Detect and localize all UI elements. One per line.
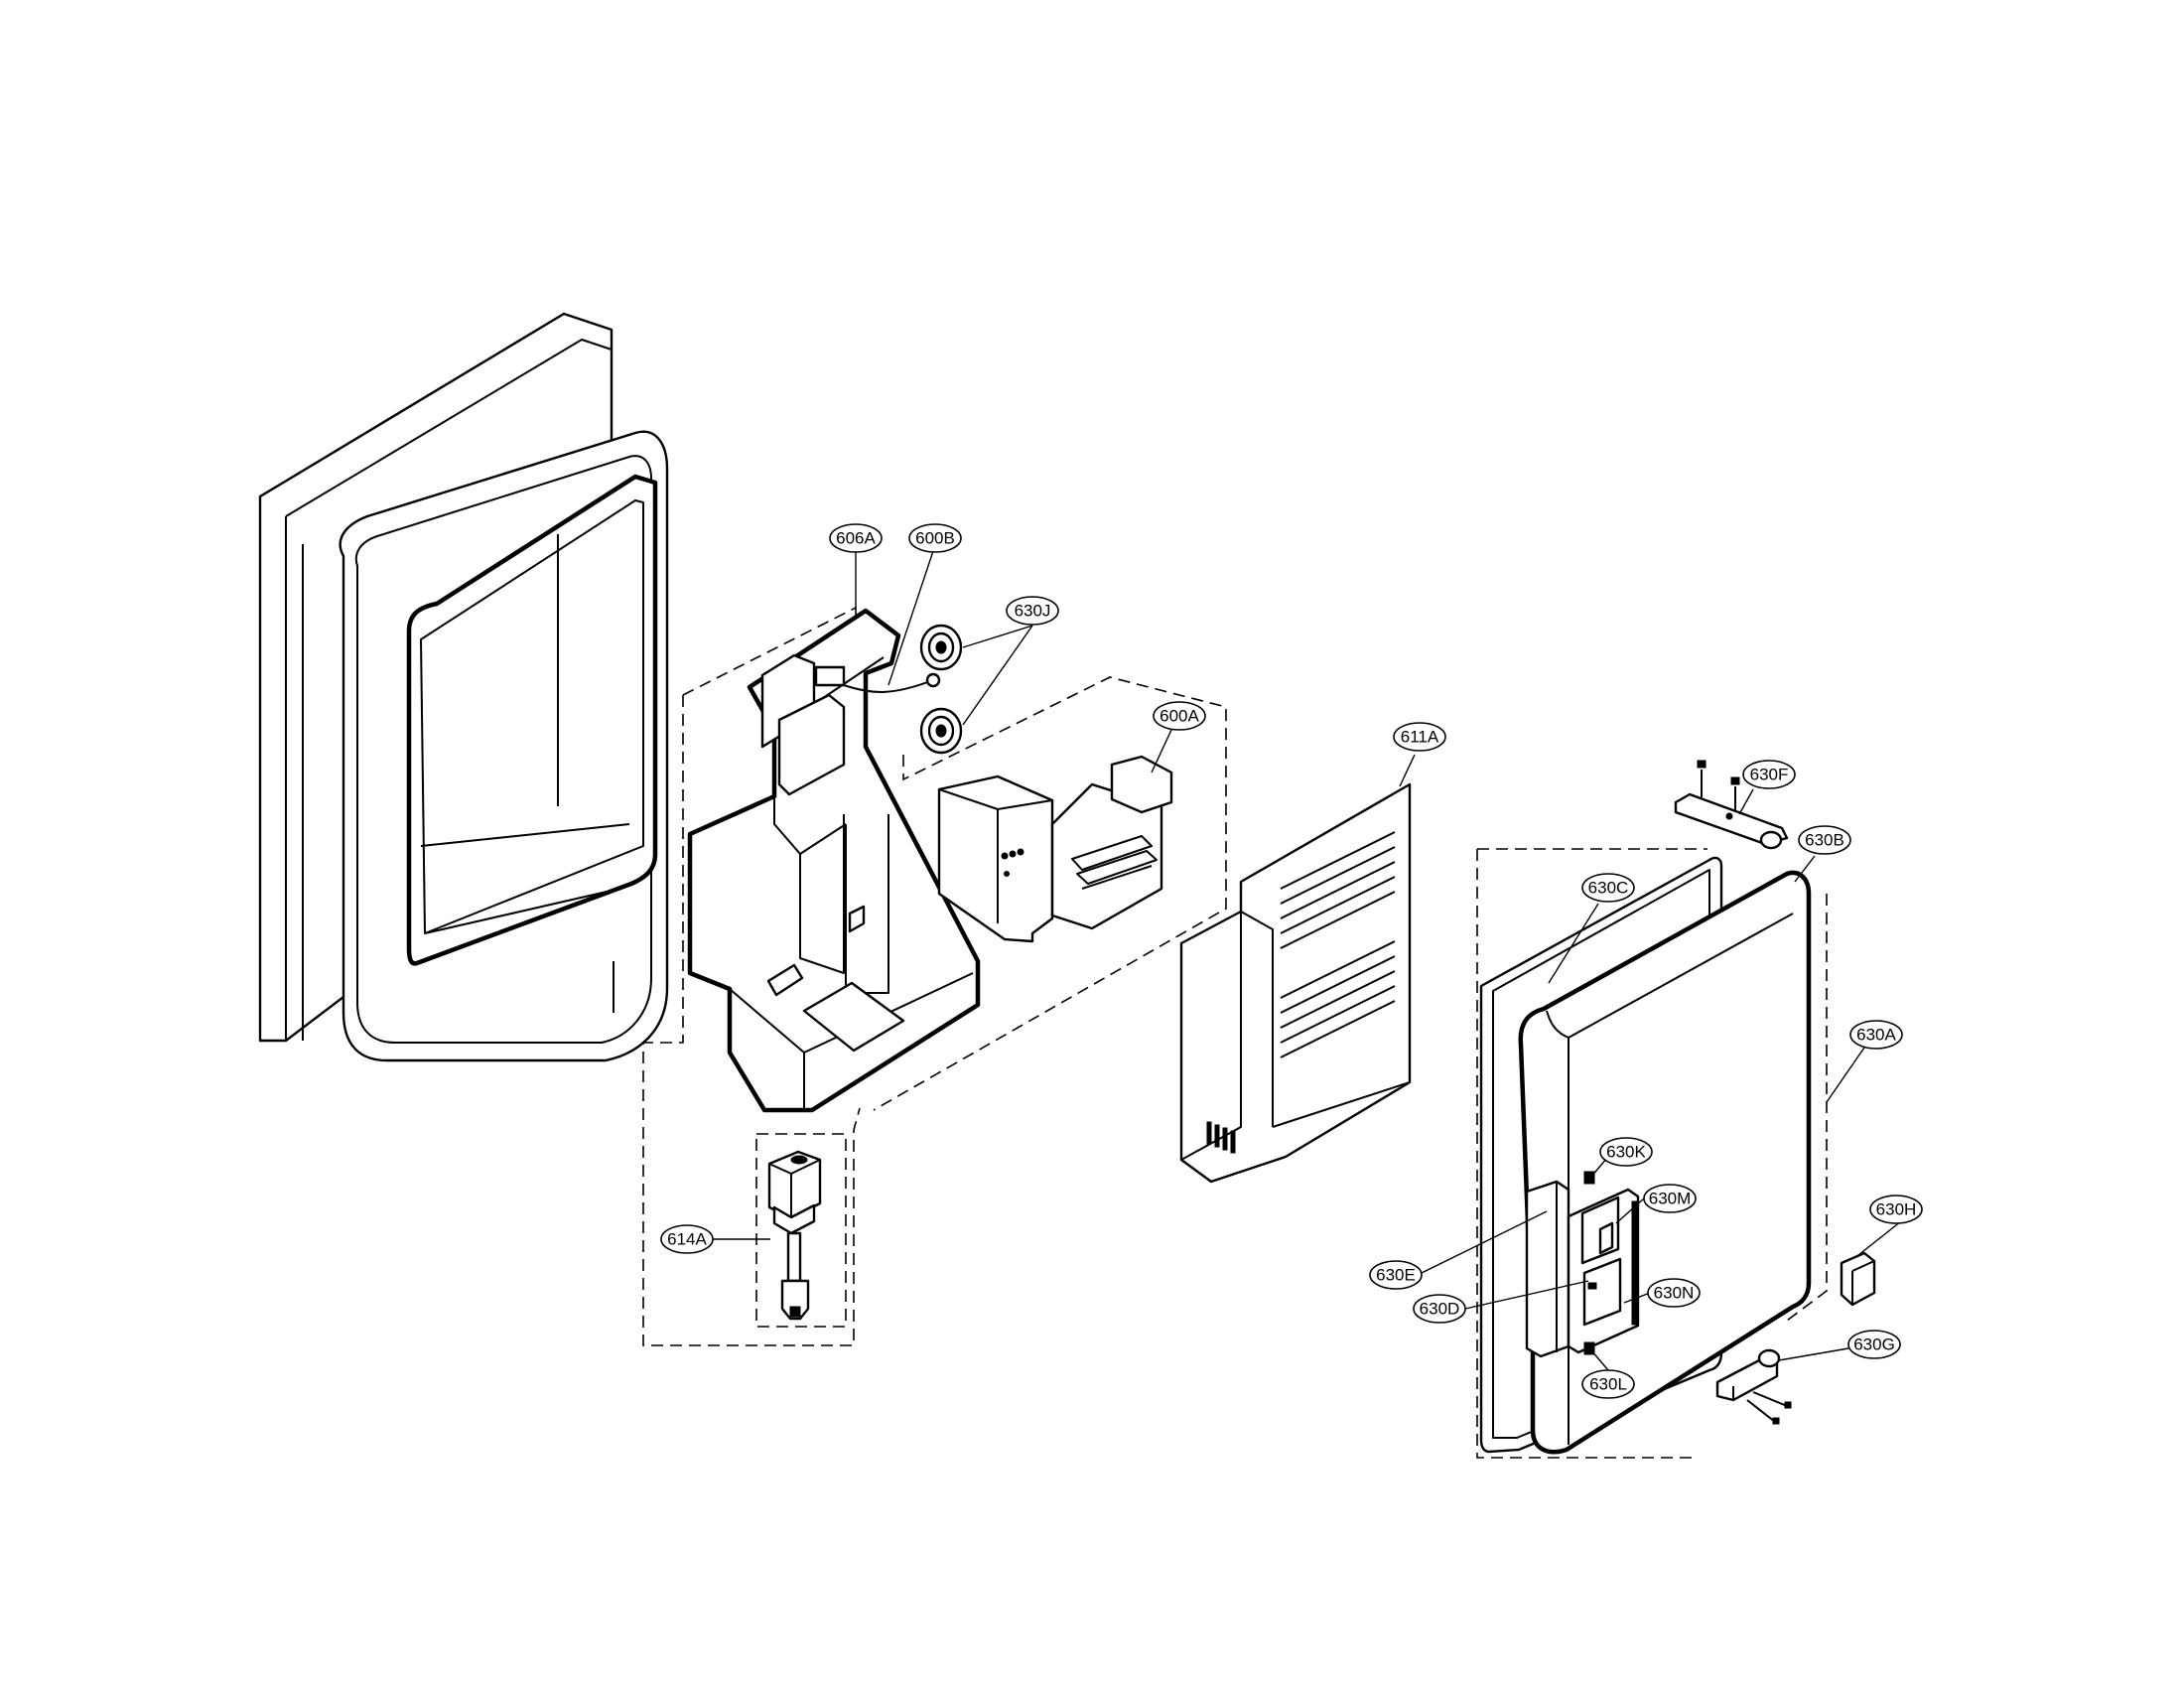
callout-630L[interactable]: 630L: [1581, 1369, 1635, 1399]
dispenser-housing: [642, 606, 981, 1346]
callout-label: 630G: [1853, 1336, 1895, 1354]
callout-label: 630J: [1015, 602, 1051, 621]
callout-630J[interactable]: 630J: [1006, 596, 1059, 626]
callout-611A[interactable]: 611A: [1393, 722, 1446, 752]
callout-614A[interactable]: 614A: [660, 1224, 714, 1254]
door-frame: [258, 312, 669, 1062]
callout-630D[interactable]: 630D: [1413, 1294, 1466, 1324]
cover-611A: [1179, 782, 1412, 1184]
callout-600A[interactable]: 600A: [1153, 701, 1206, 731]
callout-label: 630H: [1876, 1200, 1917, 1219]
callout-label: 630N: [1654, 1284, 1695, 1303]
callout-630A[interactable]: 630A: [1849, 1020, 1903, 1050]
callout-label: 630L: [1589, 1375, 1627, 1394]
callout-600B[interactable]: 600B: [908, 523, 962, 553]
callout-630C[interactable]: 630C: [1581, 873, 1635, 903]
callout-630K[interactable]: 630K: [1599, 1137, 1653, 1167]
ice-maker: [873, 676, 1227, 1111]
cover-vents-lower: [1280, 940, 1396, 1058]
callout-label: 630K: [1606, 1143, 1646, 1162]
callout-label: 630B: [1805, 831, 1844, 850]
callout-630E[interactable]: 630E: [1369, 1260, 1423, 1290]
callout-630H[interactable]: 630H: [1869, 1195, 1923, 1224]
callout-label: 630M: [1649, 1190, 1692, 1208]
callout-630M[interactable]: 630M: [1643, 1184, 1697, 1213]
water-valve-614A: [755, 1133, 847, 1328]
cap-630H: [1840, 1251, 1876, 1307]
callout-label: 630D: [1420, 1300, 1460, 1319]
callout-label: 630C: [1588, 879, 1629, 898]
callout-606A[interactable]: 606A: [829, 523, 883, 553]
callout-630F[interactable]: 630F: [1742, 760, 1796, 789]
cover-vents-bottom: [1206, 1121, 1236, 1154]
hinge-bottom-630G: [1715, 1348, 1792, 1425]
callout-label: 614A: [667, 1230, 707, 1249]
callout-label: 630A: [1856, 1026, 1896, 1045]
dispenser-lever-assembly: [1525, 1171, 1640, 1358]
callout-630N[interactable]: 630N: [1647, 1278, 1701, 1308]
callout-label: 600B: [915, 529, 955, 548]
cover-vents-upper: [1280, 831, 1396, 949]
callout-630G[interactable]: 630G: [1847, 1330, 1901, 1359]
callout-630B[interactable]: 630B: [1798, 825, 1851, 855]
callout-label: 600A: [1160, 707, 1199, 726]
spacer-630J: [919, 624, 963, 755]
callout-label: 630E: [1376, 1266, 1416, 1285]
callout-label: 630F: [1750, 766, 1789, 784]
callout-label: 611A: [1401, 728, 1439, 747]
callout-label: 606A: [836, 529, 876, 548]
hinge-top-630F: [1674, 760, 1789, 850]
